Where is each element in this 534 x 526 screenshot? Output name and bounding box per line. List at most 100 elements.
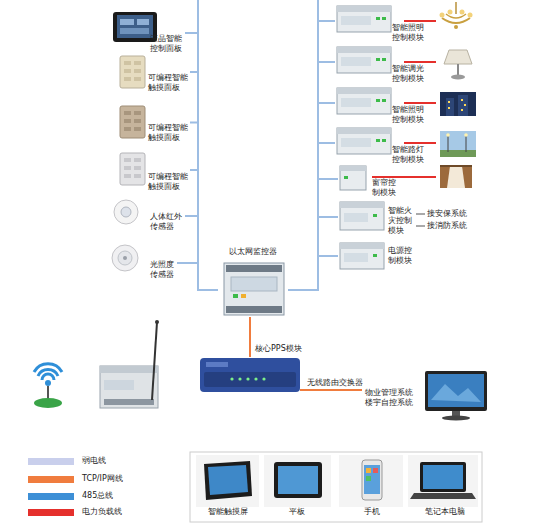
- router-device: [204, 372, 296, 387]
- control-module-icon: [337, 47, 391, 73]
- wifi-icon: [47, 386, 49, 400]
- control-module-icon: [341, 57, 371, 66]
- infrared-sensor-icon: [114, 200, 138, 224]
- laptop-device: [420, 462, 466, 492]
- touch-panel-icon: [134, 174, 141, 178]
- router-device: [230, 377, 233, 380]
- terminal-node: 平板: [262, 455, 332, 519]
- control-module-icon: [341, 16, 371, 25]
- gsm-module-device: [100, 366, 158, 373]
- legend-swatch: [28, 458, 74, 465]
- control-module-icon: [344, 213, 368, 222]
- node-label: 智能调光控制模块: [392, 64, 428, 84]
- phone-device: [373, 468, 378, 473]
- legend-row: 485总线: [28, 491, 113, 501]
- control-module-icon: [340, 202, 384, 230]
- tablet-device: [274, 462, 322, 498]
- touch-panel-icon: [120, 153, 145, 185]
- control-module-icon: [340, 166, 366, 190]
- node-label: 窗帘控制模块: [372, 178, 399, 198]
- control-module-icon: [337, 6, 391, 32]
- touch-screen-device: [208, 465, 248, 495]
- street-lamp-illustration: [466, 135, 467, 152]
- terminal-node: 笔记本电脑: [408, 455, 482, 519]
- building-night-illustration: [461, 99, 463, 101]
- street-lamp-illustration: [440, 150, 476, 157]
- legend-row: 弱电线: [28, 456, 106, 466]
- touch-panel-icon: [134, 158, 141, 162]
- bus-line: [317, 0, 319, 22]
- power-load-line: [404, 142, 436, 144]
- laptop-device: [410, 462, 476, 499]
- node-label: 人体红外传感器: [150, 212, 185, 232]
- bus-connector: [185, 216, 218, 290]
- curtain-illustration: [462, 166, 472, 188]
- leader-line: [416, 214, 425, 226]
- router-device: [200, 358, 300, 392]
- node-label: 可编程智能触摸面板: [148, 123, 190, 143]
- light-sensor-icon: [118, 251, 132, 265]
- touch-panel-icon: [134, 166, 141, 170]
- control-module-icon: [337, 88, 391, 94]
- control-module-icon: [373, 214, 377, 217]
- street-lamp-illustration: [440, 131, 476, 157]
- control-module-icon: [341, 98, 371, 107]
- legend-label: TCP/IP网线: [82, 474, 123, 484]
- legend-swatch: [28, 509, 74, 516]
- table-lamp-illustration: [444, 50, 472, 64]
- router-node: 无线路由交换器: [200, 357, 300, 393]
- table-lamp-illustration: [457, 64, 459, 76]
- touch-panel-icon: [124, 77, 131, 81]
- module-node: 电源控制模块: [338, 242, 415, 270]
- building-night-illustration: [461, 109, 463, 111]
- building-night-illustration: [440, 92, 476, 116]
- legend-row: TCP/IP网线: [28, 474, 123, 484]
- panel-node: 可编程智能触摸面板: [118, 55, 190, 89]
- building-night-illustration: [448, 101, 450, 103]
- monitor-device: [425, 371, 487, 411]
- node-label: 物业管理系统 楼宇自控系统: [365, 388, 419, 408]
- building-night-illustration: [440, 92, 476, 116]
- infrared-sensor-icon: [114, 200, 138, 224]
- touch-screen-device: [204, 461, 252, 500]
- gsm-module-device: [155, 320, 159, 324]
- building-night-illustration: [448, 107, 450, 109]
- control-module-icon: [337, 88, 391, 114]
- router-device: [200, 358, 300, 392]
- phone-device: [366, 476, 371, 481]
- control-module-icon: [337, 6, 391, 32]
- bus-connector: [288, 179, 338, 290]
- control-module-icon: [340, 243, 384, 249]
- legend-label: 弱电线: [82, 456, 106, 466]
- legend-row: 电力负载线: [28, 507, 122, 517]
- touch-panel-icon: [120, 56, 145, 88]
- terminal-group-box: [190, 452, 482, 522]
- touch-screen-device: [204, 461, 252, 500]
- building-night-illustration: [464, 104, 466, 106]
- bus-line: [198, 0, 318, 34]
- laptop-device: [410, 493, 476, 499]
- ethernet-controller-device: [233, 294, 238, 298]
- laptop-device: [423, 465, 463, 489]
- phone-device: [364, 465, 380, 494]
- touch-panel-icon: [124, 111, 131, 115]
- tablet-device: [278, 466, 318, 494]
- control-module-icon: [376, 139, 380, 142]
- power-load-line: [372, 176, 436, 178]
- wifi-icon: [34, 364, 62, 408]
- node-label: 智能路灯控制模块: [392, 145, 428, 165]
- panel-node: 液晶智能控制面板: [112, 12, 185, 54]
- node-label: 手机: [340, 507, 404, 517]
- terminal-group-box: [408, 455, 478, 507]
- monitor-device: [442, 416, 470, 421]
- power-load-line: [404, 61, 436, 63]
- street-lamp-illustration: [446, 133, 450, 137]
- building-night-illustration: [458, 95, 468, 116]
- wifi-icon: [34, 398, 62, 408]
- chandelier-illustration: [468, 13, 473, 18]
- module-node: 智能路灯控制模块: [335, 126, 428, 160]
- control-module-icon: [340, 202, 384, 208]
- bus-connector: [300, 389, 362, 391]
- touch-panel-icon: [124, 127, 131, 131]
- power-load-line: [404, 20, 436, 22]
